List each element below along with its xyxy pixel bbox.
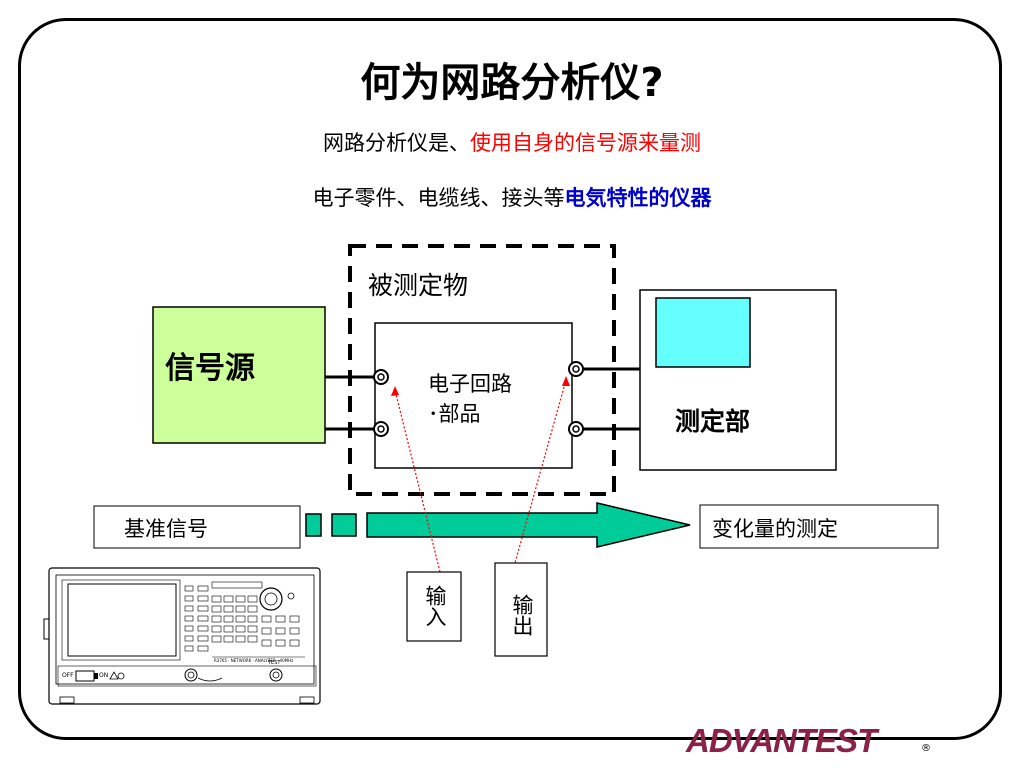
change-measure-box xyxy=(699,504,939,549)
circuit-label-line1: 电子回路 xyxy=(428,372,512,396)
ref-block-2 xyxy=(331,513,357,537)
change-measure-label: 变化量的测定 xyxy=(712,517,838,541)
dut-label: 被测定物 xyxy=(368,271,469,300)
intro-line-1-plain: 网路分析仪是、 xyxy=(323,131,470,155)
ref-block-1 xyxy=(305,513,322,537)
circuit-box xyxy=(374,322,573,469)
signal-source-box xyxy=(152,306,326,444)
connector-out-bottom xyxy=(568,421,584,437)
registered-mark: ® xyxy=(921,743,931,754)
input-box xyxy=(406,571,462,642)
slide-title: 何为网路分析仪? xyxy=(360,60,664,106)
measure-unit-label: 测定部 xyxy=(675,407,751,436)
reference-signal-label: 基准信号 xyxy=(124,517,208,541)
intro-line-2: 电子零件、电缆线、接头等电気特性的仪器 xyxy=(0,182,1024,212)
output-box xyxy=(494,562,548,657)
output-label: 输出 xyxy=(510,594,534,636)
slide-frame xyxy=(18,18,1002,740)
circuit-label-line2: ･部品 xyxy=(428,402,481,426)
intro-line-2-highlight: 电気特性的仪器 xyxy=(564,186,712,210)
dut-dashed-region xyxy=(348,244,616,496)
intro-line-1-highlight: 使用自身的信号源来量测 xyxy=(470,131,701,155)
instrument-test-label: TEST xyxy=(268,660,281,666)
signal-flow-arrow xyxy=(366,502,691,548)
instrument-model-label: R3765 · NETWORK · ANALYZER · 40MHz xyxy=(214,658,294,663)
input-pointer xyxy=(394,389,441,573)
instrument-on-label: ON xyxy=(99,672,109,679)
measure-screen xyxy=(655,297,751,368)
ref-signal-box xyxy=(93,505,301,549)
signal-source-label: 信号源 xyxy=(165,351,255,386)
advantest-logo: ADVANTEST xyxy=(686,722,877,759)
network-analyzer-illustration xyxy=(43,567,321,705)
intro-line-1: 网路分析仪是、使用自身的信号源来量测 xyxy=(0,127,1024,157)
output-pointer xyxy=(512,379,567,571)
input-label: 输入 xyxy=(423,585,447,627)
instrument-off-label: OFF xyxy=(62,672,74,679)
connector-in-top xyxy=(373,369,389,385)
connector-out-top xyxy=(568,361,584,377)
connector-in-bottom xyxy=(373,421,389,437)
intro-line-2-plain: 电子零件、电缆线、接头等 xyxy=(312,186,565,210)
